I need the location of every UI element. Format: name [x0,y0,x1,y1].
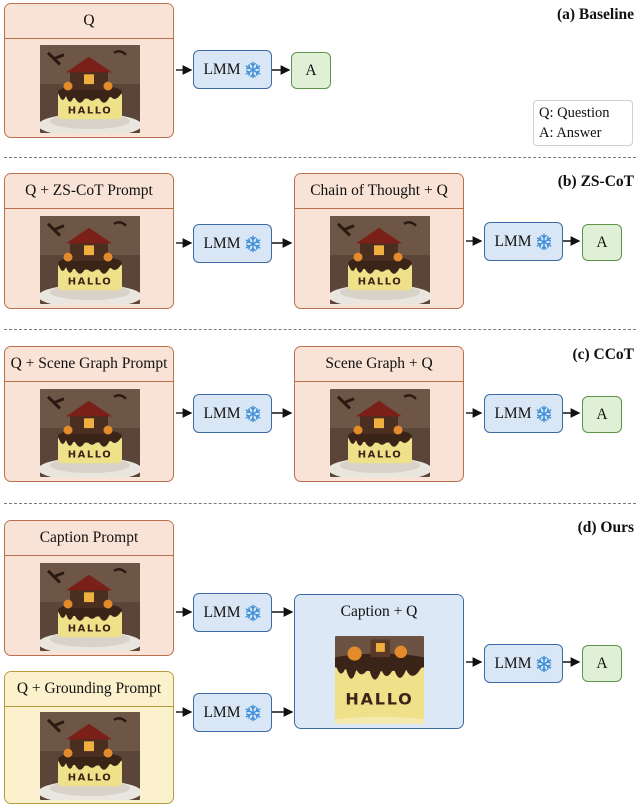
lmm-label: LMM [203,703,241,721]
lmm-label: LMM [203,603,241,621]
snowflake-icon [535,233,553,251]
section-divider [4,503,636,504]
box-header: Q + ZS-CoT Prompt [5,174,173,209]
answer-box: A [582,224,622,261]
answer-box: A [291,52,331,89]
section-divider [4,329,636,330]
lmm-box: LMM [193,593,272,632]
scene-graph-prompt-box: Q + Scene Graph Prompt [4,346,174,482]
answer-label: A [596,654,608,672]
cake-image [40,389,140,477]
answer-box: A [582,645,622,682]
cake-image [40,563,140,651]
zscot-prompt-box: Q + ZS-CoT Prompt [4,173,174,309]
box-header: Q + Grounding Prompt [5,672,173,707]
snowflake-icon [244,704,262,722]
section-label-ccot: (c) CCoT [572,346,634,363]
answer-label: A [596,233,608,251]
cake-image [330,216,430,304]
lmm-label: LMM [494,654,532,672]
box-header: Chain of Thought + Q [295,174,463,209]
snowflake-icon [535,655,553,673]
lmm-box: LMM [193,224,272,263]
lmm-label: LMM [494,404,532,422]
answer-label: A [305,61,317,79]
lmm-box: LMM [193,50,272,89]
chain-of-thought-box: Chain of Thought + Q [294,173,464,309]
caption-q-box: Caption + Q [294,594,464,729]
section-label-zscot: (b) ZS-CoT [557,173,634,190]
section-label-ours: (d) Ours [577,519,634,536]
snowflake-icon [244,61,262,79]
cake-zoom-image [335,636,424,724]
lmm-box: LMM [484,644,563,683]
question-box: Q [4,3,174,138]
cake-image [40,712,140,800]
caption-prompt-box: Caption Prompt [4,520,174,656]
legend-question: Q: Question [539,105,610,121]
lmm-label: LMM [203,60,241,78]
section-label-baseline: (a) Baseline [556,6,634,23]
snowflake-icon [244,604,262,622]
legend-answer: A: Answer [539,125,602,141]
legend-box: Q: Question A: Answer [533,100,633,146]
cake-image [40,45,140,133]
lmm-box: LMM [193,394,272,433]
lmm-box: LMM [484,222,563,261]
snowflake-icon [244,405,262,423]
lmm-label: LMM [494,232,532,250]
lmm-box: LMM [484,394,563,433]
lmm-label: LMM [203,234,241,252]
scene-graph-box: Scene Graph + Q [294,346,464,482]
answer-label: A [596,405,608,423]
snowflake-icon [244,235,262,253]
box-header: Q [5,4,173,39]
section-divider [4,157,636,158]
cake-image [330,389,430,477]
box-header: Caption + Q [295,595,463,629]
box-header: Q + Scene Graph Prompt [5,347,173,382]
snowflake-icon [535,405,553,423]
cake-image [40,216,140,304]
box-header: Scene Graph + Q [295,347,463,382]
box-header: Caption Prompt [5,521,173,556]
lmm-label: LMM [203,404,241,422]
grounding-prompt-box: Q + Grounding Prompt [4,671,174,804]
answer-box: A [582,396,622,433]
lmm-box: LMM [193,693,272,732]
